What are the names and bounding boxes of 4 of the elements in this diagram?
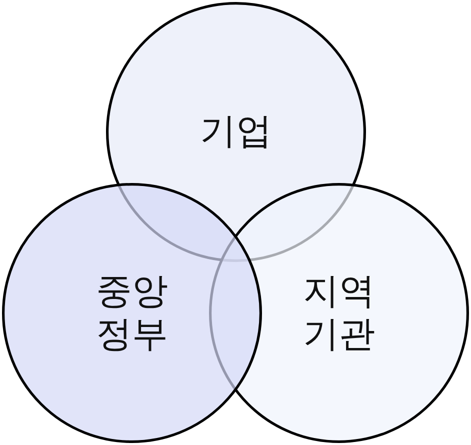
circle-label: 중앙 정부 — [95, 270, 169, 356]
circle-label: 기업 — [200, 110, 272, 154]
circle-label: 지역 기관 — [302, 270, 376, 356]
venn-circle — [2, 183, 262, 443]
